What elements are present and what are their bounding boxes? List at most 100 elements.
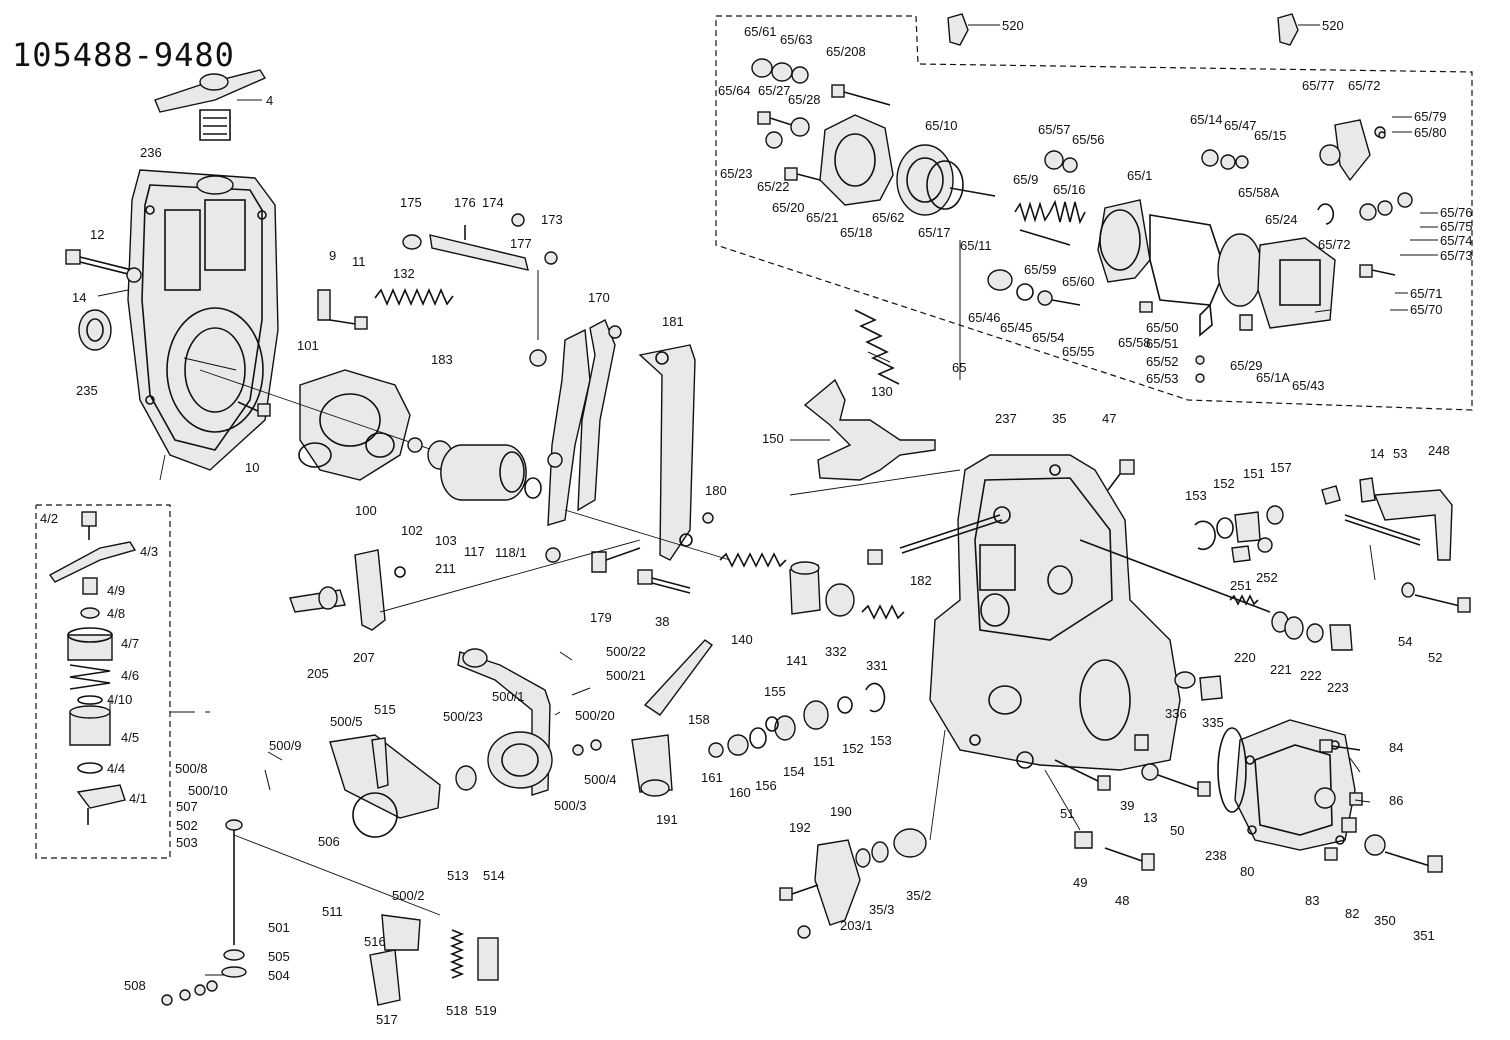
label-177: 177 <box>510 236 532 251</box>
label-4-1: 4/1 <box>129 791 147 806</box>
label-192: 192 <box>789 820 811 835</box>
label-140: 140 <box>731 632 753 647</box>
bolts-lower-housing <box>1054 671 1223 871</box>
housing-500-1 <box>455 731 602 791</box>
label-102: 102 <box>401 523 423 538</box>
label-47-top: 47 <box>1102 411 1116 426</box>
label-248: 248 <box>1428 443 1450 458</box>
label-500-1: 500/1 <box>492 689 525 704</box>
label-507: 507 <box>176 799 198 814</box>
label-500-10: 500/10 <box>188 783 228 798</box>
seal-235 <box>78 309 112 351</box>
spring-132 <box>374 287 454 307</box>
label-500-4: 500/4 <box>584 772 617 787</box>
label-251: 251 <box>1230 578 1252 593</box>
label-506: 506 <box>318 834 340 849</box>
label-65-50: 65/50 <box>1146 320 1179 335</box>
parts-501-508 <box>161 819 441 1006</box>
parts-140-331 <box>719 552 905 620</box>
label-65-63: 65/63 <box>780 32 813 47</box>
label-505: 505 <box>268 949 290 964</box>
label-517: 517 <box>376 1012 398 1027</box>
label-237: 237 <box>995 411 1017 426</box>
label-65-54: 65/54 <box>1032 330 1065 345</box>
label-155: 155 <box>764 684 786 699</box>
group-box-4 <box>35 504 195 859</box>
label-502: 502 <box>176 818 198 833</box>
label-49: 49 <box>1073 875 1087 890</box>
label-65-57: 65/57 <box>1038 122 1071 137</box>
label-130: 130 <box>871 384 893 399</box>
label-83: 83 <box>1305 893 1319 908</box>
label-519: 519 <box>475 1003 497 1018</box>
label-500-23: 500/23 <box>443 709 483 724</box>
label-65-11: 65/11 <box>960 238 992 253</box>
label-181: 181 <box>662 314 684 329</box>
label-500-9: 500/9 <box>269 738 302 753</box>
label-236: 236 <box>140 145 162 160</box>
bolt-12 <box>65 249 142 297</box>
label-223: 223 <box>1327 680 1349 695</box>
label-103: 103 <box>435 533 457 548</box>
label-65-76: 65/76 <box>1440 205 1473 220</box>
label-9: 9 <box>329 248 336 263</box>
label-65-18: 65/18 <box>840 225 873 240</box>
label-65-27: 65/27 <box>758 83 791 98</box>
label-65-21: 65/21 <box>806 210 839 225</box>
label-191: 191 <box>656 812 678 827</box>
label-152-right: 152 <box>1213 476 1235 491</box>
bolt-182 <box>867 514 1003 565</box>
label-65-10: 65/10 <box>925 118 958 133</box>
lever-191 <box>631 639 713 797</box>
label-508: 508 <box>124 978 146 993</box>
label-513: 513 <box>447 868 469 883</box>
label-65-16: 65/16 <box>1053 182 1086 197</box>
label-51: 51 <box>1060 806 1074 821</box>
label-12: 12 <box>90 227 104 242</box>
label-156: 156 <box>755 778 777 793</box>
label-4-7: 4/7 <box>121 636 139 651</box>
label-141: 141 <box>786 653 808 668</box>
label-179: 179 <box>590 610 612 625</box>
label-4-10: 4/10 <box>107 692 132 707</box>
label-180: 180 <box>705 483 727 498</box>
label-207: 207 <box>353 650 375 665</box>
label-101: 101 <box>297 338 319 353</box>
group-4-stack <box>48 511 137 825</box>
spring-130 <box>854 309 900 385</box>
shaft-174 <box>402 213 558 271</box>
label-65-1a: 65/1A <box>1256 370 1290 385</box>
label-203-1: 203/1 <box>840 918 873 933</box>
label-35-3: 35/3 <box>869 902 894 917</box>
label-152: 152 <box>842 741 864 756</box>
label-336: 336 <box>1165 706 1187 721</box>
sleeve-parts <box>407 437 542 501</box>
label-65-52: 65/52 <box>1146 354 1179 369</box>
label-151-right: 151 <box>1243 466 1265 481</box>
label-65: 65 <box>952 360 966 375</box>
cover-80 <box>1217 719 1356 851</box>
label-350: 350 <box>1374 913 1396 928</box>
label-500-8: 500/8 <box>175 761 208 776</box>
label-504: 504 <box>268 968 290 983</box>
label-65-51: 65/51 <box>1146 336 1179 351</box>
label-14: 14 <box>72 290 86 305</box>
label-500-2: 500/2 <box>392 888 425 903</box>
label-65-64: 65/64 <box>718 83 751 98</box>
bracket-248 <box>1321 477 1471 613</box>
label-220: 220 <box>1234 650 1256 665</box>
label-211: 211 <box>435 561 456 576</box>
label-65-61: 65/61 <box>744 24 777 39</box>
label-65-55: 65/55 <box>1062 344 1095 359</box>
label-190: 190 <box>830 804 852 819</box>
pin-179 <box>591 547 641 573</box>
lever-181 <box>564 344 731 561</box>
label-10: 10 <box>245 460 259 475</box>
label-514: 514 <box>483 868 505 883</box>
label-518: 518 <box>446 1003 468 1018</box>
diagram-number: 105488-9480 <box>12 36 235 74</box>
label-503: 503 <box>176 835 198 850</box>
label-151: 151 <box>813 754 835 769</box>
label-65-72-top: 65/72 <box>1348 78 1381 93</box>
